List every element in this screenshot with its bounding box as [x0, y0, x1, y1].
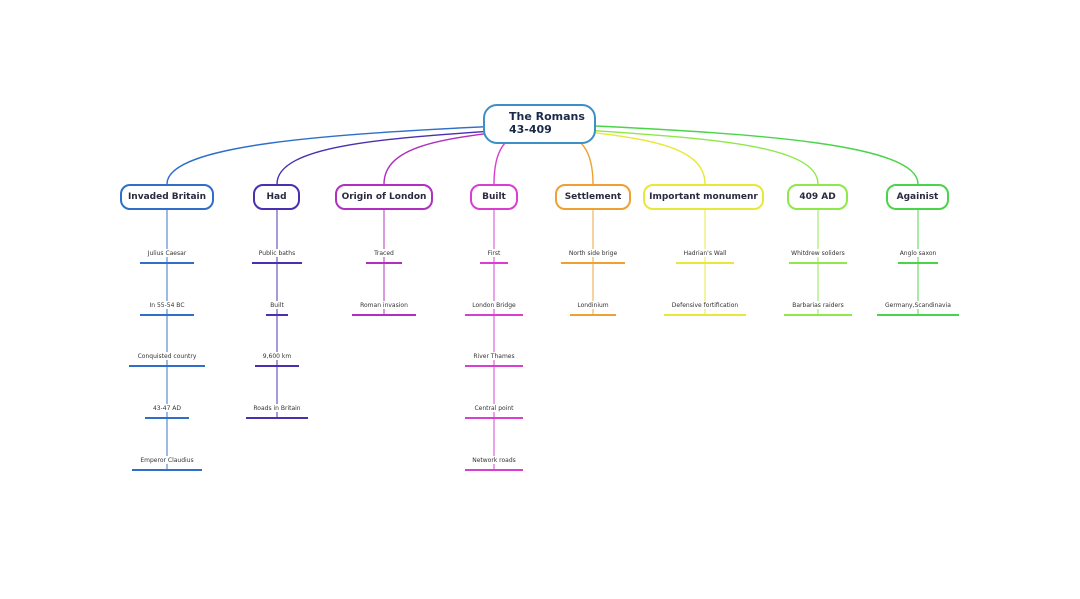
leaf-topic[interactable]: North side brige	[568, 250, 618, 257]
leaf-topic[interactable]: Roman invasion	[360, 302, 408, 309]
branch-topic[interactable]: Invaded Britain	[120, 184, 214, 210]
leaf-backdrop	[140, 301, 194, 309]
leaf-topic[interactable]: Whitdrew soliders	[791, 250, 845, 257]
leaf-topic[interactable]: River Thames	[473, 353, 515, 360]
leaf-topic[interactable]: First	[487, 250, 501, 257]
branch-connector	[583, 129, 819, 185]
leaf-topic[interactable]: Roads in Britain	[253, 405, 301, 412]
leaf-topic[interactable]: Hadrian's Wall	[683, 250, 727, 257]
branch-topic[interactable]: 409 AD	[787, 184, 848, 210]
leaf-backdrop	[898, 249, 938, 257]
leaf-topic[interactable]: In 55-54 BC	[149, 302, 185, 309]
central-topic-title: The Romans	[509, 110, 585, 123]
branch-topic[interactable]: Had	[253, 184, 300, 210]
leaf-topic[interactable]: Emperor Claudius	[140, 457, 194, 464]
leaf-backdrop	[561, 249, 625, 257]
branch-connector	[276, 129, 509, 185]
leaf-backdrop	[366, 249, 402, 257]
leaf-backdrop	[266, 301, 288, 309]
leaf-topic[interactable]: 43-47 AD	[152, 405, 182, 412]
leaf-topic[interactable]: Central point	[474, 405, 514, 412]
leaf-topic[interactable]: Barbarias raiders	[792, 302, 844, 309]
leaf-backdrop	[352, 301, 416, 309]
leaf-backdrop	[676, 249, 734, 257]
leaf-topic[interactable]: Public baths	[258, 250, 296, 257]
leaf-backdrop	[570, 301, 616, 309]
leaf-backdrop	[784, 301, 852, 309]
leaf-backdrop	[664, 301, 746, 309]
leaf-topic[interactable]: Traced	[374, 250, 394, 257]
leaf-backdrop	[132, 456, 202, 464]
leaf-topic[interactable]: Defensive fortification	[671, 302, 739, 309]
leaf-topic[interactable]: 9,600 km	[262, 353, 292, 360]
leaf-topic[interactable]: Built	[270, 302, 284, 309]
leaf-backdrop	[789, 249, 847, 257]
leaf-backdrop	[877, 301, 959, 309]
leaf-backdrop	[246, 404, 308, 412]
leaf-backdrop	[465, 352, 523, 360]
branch-topic[interactable]: Origin of London	[335, 184, 433, 210]
branch-topic[interactable]: Built	[470, 184, 518, 210]
leaf-backdrop	[252, 249, 302, 257]
leaf-topic[interactable]: Londinium	[577, 302, 609, 309]
leaf-topic[interactable]: London Bridge	[472, 302, 516, 309]
leaf-topic[interactable]: Network roads	[472, 457, 516, 464]
leaf-backdrop	[465, 301, 523, 309]
leaf-backdrop	[465, 404, 523, 412]
leaf-topic[interactable]: Conquisted country	[137, 353, 197, 360]
branch-connector	[595, 125, 919, 185]
branch-topic[interactable]: Againist	[886, 184, 949, 210]
leaf-topic[interactable]: Germany,Scandinavia	[885, 302, 951, 309]
leaf-topic[interactable]: Julius Caesar	[147, 250, 187, 257]
leaf-backdrop	[145, 404, 189, 412]
leaf-topic[interactable]: Anglo saxon	[899, 250, 937, 257]
central-topic-dates: 43-409	[509, 123, 552, 136]
branch-topic[interactable]: Important monumenr	[643, 184, 764, 210]
branch-connector	[166, 125, 501, 185]
leaf-backdrop	[255, 352, 299, 360]
leaf-backdrop	[129, 352, 205, 360]
leaf-backdrop	[480, 249, 508, 257]
branch-topic[interactable]: Settlement	[555, 184, 631, 210]
central-topic[interactable]: The Romans 43-409	[483, 104, 596, 144]
leaf-backdrop	[140, 249, 194, 257]
leaf-backdrop	[465, 456, 523, 464]
